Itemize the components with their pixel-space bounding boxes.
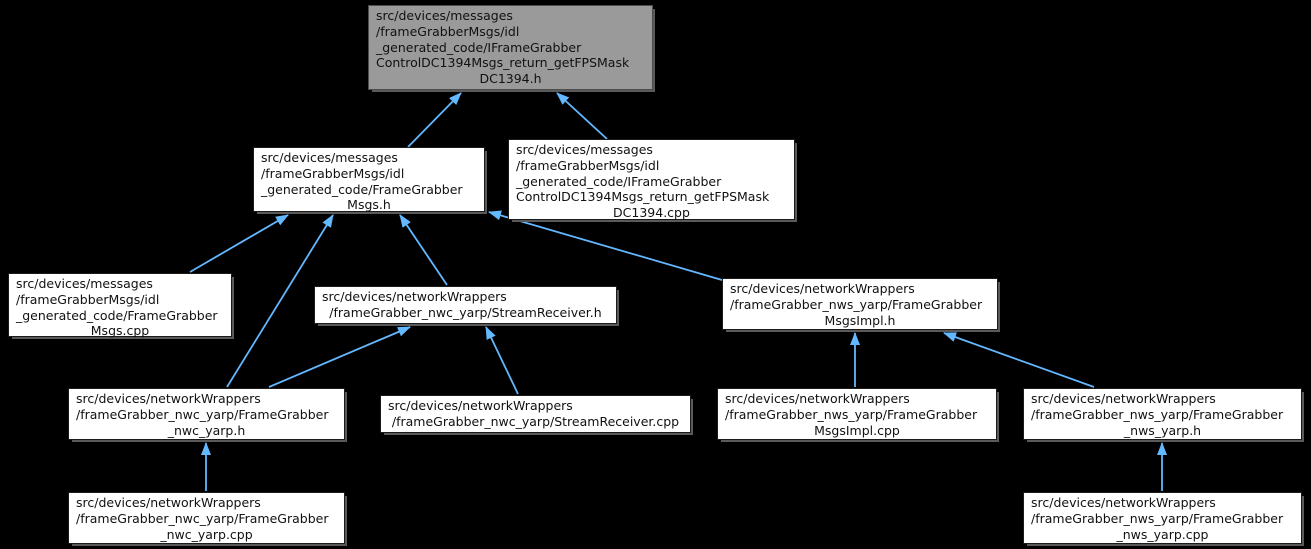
graph-node-label-line: /frameGrabber_nws_yarp/FrameGrabber: [1031, 406, 1284, 422]
graph-node-framegrabber-nwc-yarp-h[interactable]: src/devices/networkWrappers/frameGrabber…: [68, 388, 345, 440]
graph-node-label-line: _generated_code/IFrameGrabber: [516, 173, 722, 189]
graph-node-label-line: _nwc_yarp.h: [167, 422, 246, 438]
graph-node-framegrabbermsgs-cpp[interactable]: src/devices/messages/frameGrabberMsgs/id…: [8, 273, 232, 339]
edge-ifg-dc1394-cpp-to-ifg-dc1394-h: [556, 92, 608, 140]
graph-node-label-line: src/devices/messages: [516, 142, 653, 157]
edge-framegrabber-nws-yarp-h-to-framegrabbermsgsimpl-h: [943, 332, 1095, 388]
graph-node-ifg-dc1394-cpp[interactable]: src/devices/messages/frameGrabberMsgs/id…: [508, 139, 795, 220]
graph-node-ifg-dc1394-h[interactable]: src/devices/messages/frameGrabberMsgs/id…: [368, 5, 653, 90]
graph-node-framegrabber-nws-yarp-h[interactable]: src/devices/networkWrappers/frameGrabber…: [1023, 388, 1302, 440]
graph-node-label-line: MsgsImpl.cpp: [814, 422, 900, 438]
graph-node-label-line: _nws_yarp.h: [1123, 422, 1202, 438]
graph-node-streamreceiver-h[interactable]: src/devices/networkWrappers/frameGrabber…: [314, 286, 617, 324]
graph-node-label-line: src/devices/networkWrappers: [388, 398, 573, 413]
graph-node-framegrabbermsgsimpl-cpp[interactable]: src/devices/networkWrappers/frameGrabber…: [717, 388, 997, 440]
graph-node-label-line: /frameGrabber_nws_yarp/FrameGrabber: [725, 406, 978, 422]
graph-node-framegrabbermsgs-h[interactable]: src/devices/messages/frameGrabberMsgs/id…: [253, 147, 485, 212]
graph-node-label-line: _generated_code/IFrameGrabber: [376, 39, 582, 55]
graph-node-label-line: /frameGrabberMsgs/idl: [16, 291, 160, 307]
graph-node-label-line: _nwc_yarp.cpp: [160, 526, 253, 542]
graph-node-label-line: /frameGrabberMsgs/idl: [516, 157, 660, 173]
graph-node-streamreceiver-cpp[interactable]: src/devices/networkWrappers/frameGrabber…: [380, 395, 691, 433]
graph-node-label-line: src/devices/networkWrappers: [725, 391, 910, 406]
graph-node-label-line: /frameGrabber_nwc_yarp/StreamReceiver.cp…: [391, 413, 680, 429]
graph-node-label-line: _generated_code/FrameGrabber: [16, 307, 218, 323]
graph-node-label-line: /frameGrabber_nws_yarp/FrameGrabber: [730, 296, 983, 312]
graph-node-label-line: ControlDC1394Msgs_return_getFPSMask: [376, 55, 630, 71]
graph-node-label-line: src/devices/messages: [16, 276, 153, 291]
graph-node-label-line: src/devices/networkWrappers: [730, 281, 915, 296]
graph-node-label-line: DC1394.h: [479, 71, 542, 87]
graph-node-framegrabber-nws-yarp-cpp[interactable]: src/devices/networkWrappers/frameGrabber…: [1023, 492, 1302, 544]
graph-node-label-line: _nws_yarp.cpp: [1116, 526, 1209, 542]
graph-node-label-line: src/devices/messages: [261, 150, 398, 165]
graph-node-label-line: ControlDC1394Msgs_return_getFPSMask: [516, 189, 770, 205]
graph-node-label-line: src/devices/networkWrappers: [1031, 495, 1216, 510]
graph-node-label-line: _generated_code/FrameGrabber: [261, 181, 463, 197]
graph-node-label-line: src/devices/networkWrappers: [76, 391, 261, 406]
graph-node-label-line: /frameGrabber_nwc_yarp/FrameGrabber: [76, 510, 329, 526]
graph-node-label-line: /frameGrabber_nwc_yarp/FrameGrabber: [76, 406, 329, 422]
graph-node-label-line: src/devices/networkWrappers: [76, 495, 261, 510]
edge-framegrabbermsgs-h-to-ifg-dc1394-h: [407, 92, 462, 148]
graph-node-label-line: MsgsImpl.h: [824, 312, 896, 328]
edge-streamreceiver-h-to-framegrabbermsgs-h: [399, 214, 448, 286]
graph-node-label-line: Msgs.cpp: [90, 323, 150, 339]
graph-node-label-line: /frameGrabber_nwc_yarp/StreamReceiver.h: [329, 304, 602, 320]
edge-streamreceiver-cpp-to-streamreceiver-h: [485, 326, 519, 395]
graph-node-framegrabber-nwc-yarp-cpp[interactable]: src/devices/networkWrappers/frameGrabber…: [68, 492, 345, 544]
graph-node-label-line: Msgs.h: [347, 197, 391, 213]
graph-node-label-line: src/devices/networkWrappers: [322, 289, 507, 304]
edge-framegrabber-nwc-yarp-h-to-framegrabbermsgs-h: [226, 214, 334, 388]
graph-node-framegrabbermsgsimpl-h[interactable]: src/devices/networkWrappers/frameGrabber…: [722, 278, 998, 330]
graph-node-label-line: src/devices/networkWrappers: [1031, 391, 1216, 406]
graph-node-label-line: /frameGrabberMsgs/idl: [261, 165, 405, 181]
graph-node-label-line: DC1394.cpp: [613, 205, 690, 221]
graph-node-label-line: src/devices/messages: [376, 8, 513, 23]
edge-framegrabbermsgs-cpp-to-framegrabbermsgs-h: [189, 214, 289, 273]
edge-framegrabber-nwc-yarp-h-to-streamreceiver-h: [268, 326, 411, 388]
graph-node-label-line: /frameGrabberMsgs/idl: [376, 23, 520, 39]
edge-framegrabbermsgsimpl-h-to-framegrabbermsgs-h: [488, 210, 723, 281]
graph-node-label-line: /frameGrabber_nws_yarp/FrameGrabber: [1031, 510, 1284, 526]
